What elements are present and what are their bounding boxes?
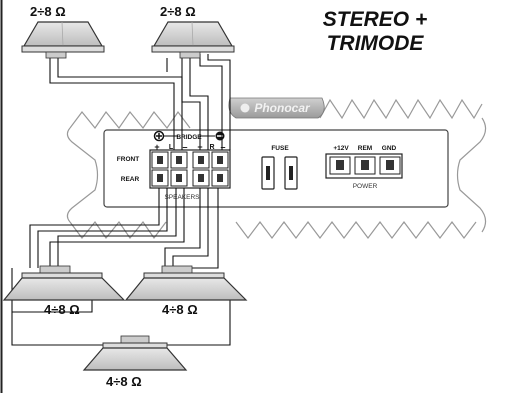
impedance-top-left: 2÷8 Ω bbox=[30, 4, 66, 19]
title-line-2: TRIMODE bbox=[326, 32, 424, 55]
fuse-holders bbox=[261, 156, 298, 190]
power-label: POWER bbox=[353, 183, 378, 190]
bridge-indicator: BRIDGE bbox=[153, 130, 225, 142]
right-channel-label: R bbox=[209, 144, 214, 151]
title-line-1: STEREO + bbox=[322, 8, 428, 31]
power-terminal-gnd: GND bbox=[382, 145, 397, 152]
speaker-bottom-right bbox=[124, 265, 248, 301]
bridge-label: BRIDGE bbox=[176, 134, 202, 141]
amplifier-heatsink bbox=[66, 98, 487, 240]
diagram-title: STEREO + TRIMODE bbox=[300, 8, 450, 56]
impedance-bottom-right: 4÷8 Ω bbox=[162, 302, 198, 317]
speaker-bottom-left bbox=[2, 265, 126, 301]
power-terminal-rem: REM bbox=[358, 145, 372, 152]
brand-logo: Phonocar bbox=[228, 97, 325, 119]
speakers-label: SPEAKERS bbox=[164, 194, 200, 201]
left-minus-mark: – bbox=[182, 142, 187, 152]
impedance-top-right: 2÷8 Ω bbox=[160, 4, 196, 19]
impedance-bottom-left: 4÷8 Ω bbox=[44, 302, 80, 317]
speaker-bottom-center bbox=[82, 335, 188, 371]
right-minus-mark: – bbox=[220, 142, 225, 152]
bottom-speaker-wires bbox=[11, 188, 231, 346]
speaker-terminal-block bbox=[149, 149, 231, 189]
left-plus-mark: + bbox=[154, 142, 159, 152]
front-label: FRONT bbox=[117, 156, 139, 163]
power-terminal-block bbox=[325, 153, 403, 179]
fuse-label: FUSE bbox=[271, 145, 289, 152]
brand-name: Phonocar bbox=[254, 101, 311, 115]
speaker-top-left bbox=[21, 21, 105, 59]
left-channel-label: L bbox=[169, 144, 174, 151]
top-speaker-wires bbox=[49, 54, 231, 150]
speaker-top-right bbox=[151, 21, 235, 59]
power-terminal-12v: +12V bbox=[333, 145, 349, 152]
impedance-bottom-center: 4÷8 Ω bbox=[106, 374, 142, 389]
rear-label: REAR bbox=[121, 176, 140, 183]
